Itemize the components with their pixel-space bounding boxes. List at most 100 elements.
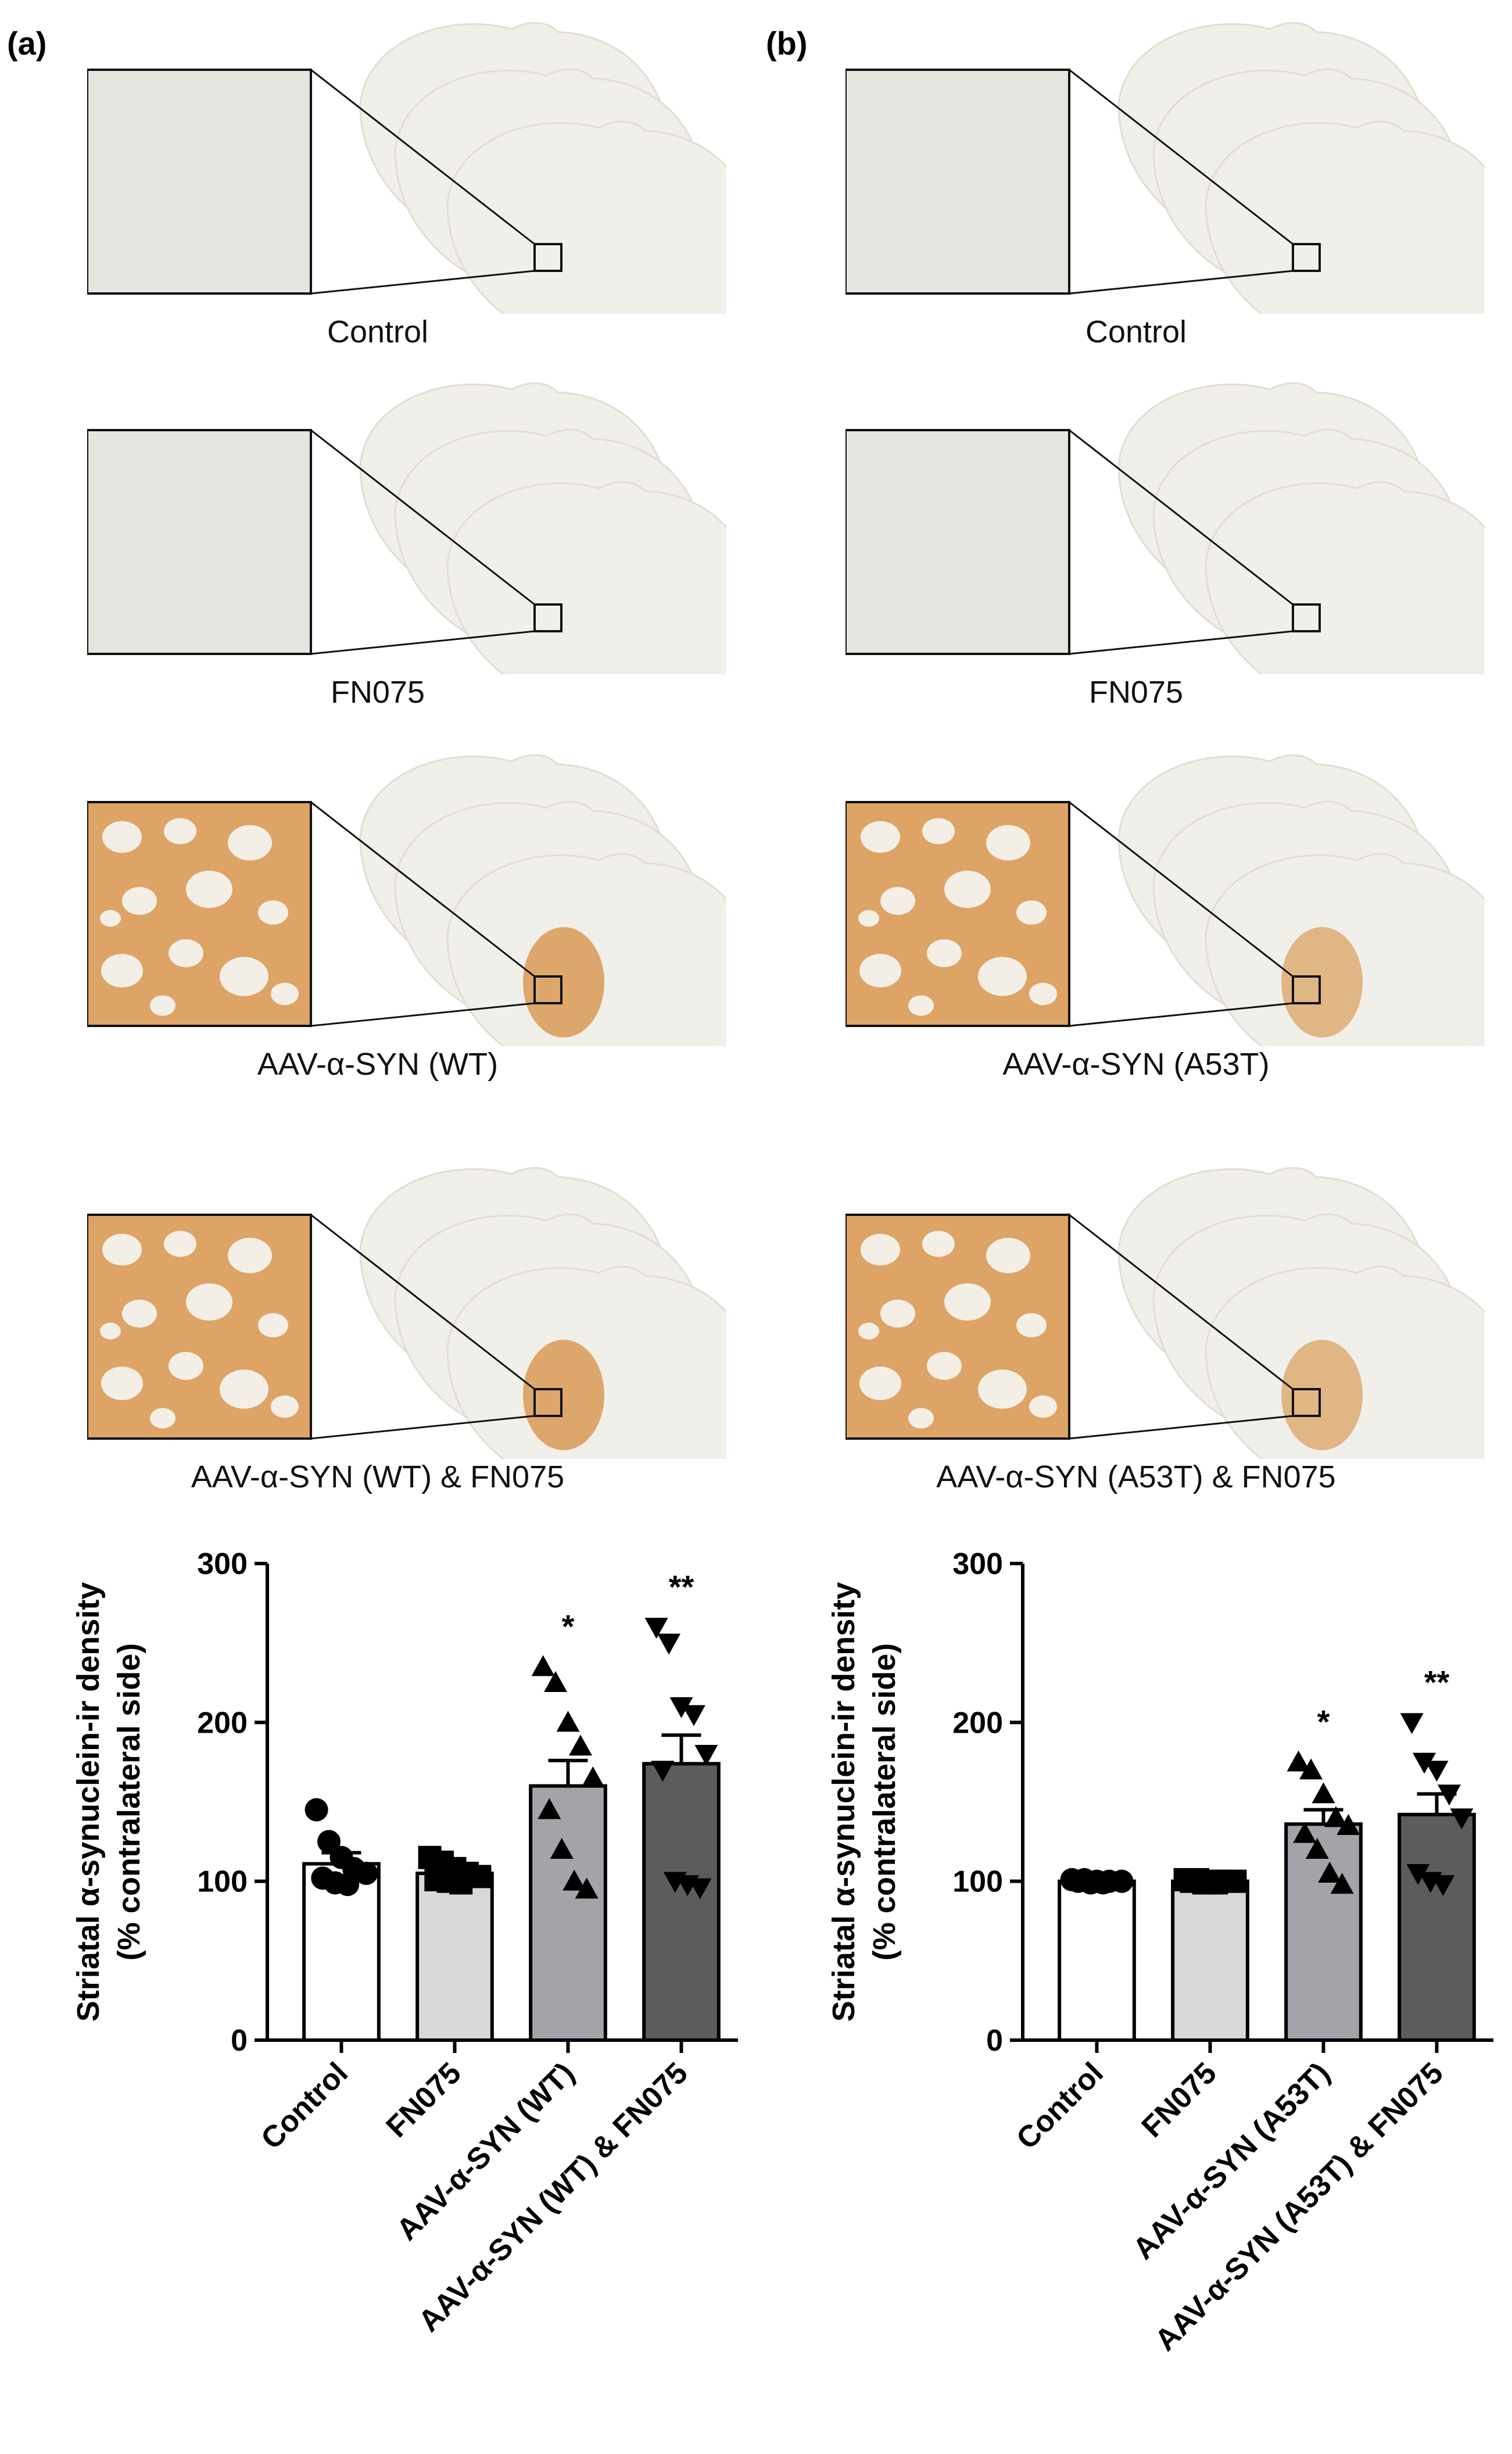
connector-line xyxy=(310,630,535,655)
significance-marker: ** xyxy=(1424,1664,1450,1700)
chart-panel-b: Striatal α-synuclein-ir density(% contra… xyxy=(826,1547,1493,2358)
data-point xyxy=(1287,1750,1310,1772)
y-tick-label: 100 xyxy=(197,1865,248,1899)
data-point xyxy=(304,1798,328,1822)
data-point xyxy=(562,1869,586,1891)
x-tick-label: FN075 xyxy=(1135,2056,1223,2144)
condition-image-b-fn075: FN075 xyxy=(845,372,1485,710)
x-tick-label: Control xyxy=(1010,2056,1110,2156)
striatum-stain xyxy=(1281,1340,1363,1450)
data-point xyxy=(682,1705,705,1726)
data-point xyxy=(1091,1871,1115,1895)
data-point xyxy=(581,1766,605,1787)
panel-b-letter: (b) xyxy=(766,25,808,62)
condition-caption: AAV-α-SYN (A53T) & FN075 xyxy=(936,1459,1336,1494)
zoom-region-box xyxy=(1292,1388,1321,1417)
bar xyxy=(1171,1879,1249,2042)
data-point xyxy=(1293,1822,1317,1843)
connector-line xyxy=(310,1002,535,1027)
connector-line xyxy=(1069,69,1294,245)
data-point xyxy=(550,1838,574,1859)
data-point xyxy=(651,1761,675,1782)
connector-line xyxy=(1069,1415,1294,1440)
y-tick-label: 0 xyxy=(986,2024,1003,2058)
y-axis-label-line2: (% contralateral side) xyxy=(112,1643,146,1961)
data-point xyxy=(1431,1875,1455,1897)
significance-marker: * xyxy=(1317,1704,1330,1740)
data-point xyxy=(449,1871,473,1895)
data-point xyxy=(568,1734,592,1756)
condition-image-b-aav-fn075: AAV-α-SYN (A53T) & FN075 xyxy=(845,1157,1485,1494)
x-tick-label: AAV-α-SYN (A53T) xyxy=(1127,2056,1337,2266)
inset-micrograph xyxy=(845,69,1070,295)
y-axis-label-line1: Striatal α-synuclein-ir density xyxy=(826,1582,861,2022)
data-point xyxy=(657,1633,681,1655)
y-tick-label: 100 xyxy=(952,1865,1003,1899)
connector-line xyxy=(310,801,535,978)
data-point xyxy=(1400,1713,1424,1734)
data-point xyxy=(1312,1782,1335,1804)
y-tick-label: 200 xyxy=(952,1706,1003,1740)
data-point xyxy=(336,1873,360,1897)
y-tick-label: 300 xyxy=(952,1547,1003,1581)
brain-section xyxy=(446,1265,726,1459)
data-point xyxy=(1299,1758,1323,1780)
connector-line xyxy=(1069,270,1294,295)
connector-line xyxy=(310,69,535,245)
bar xyxy=(415,1872,494,2042)
data-point xyxy=(544,1671,568,1692)
bar xyxy=(1398,1812,1476,2042)
condition-caption: Control xyxy=(1085,314,1187,349)
condition-caption: AAV-α-SYN (A53T) xyxy=(1002,1047,1270,1082)
zoom-region-box xyxy=(1292,975,1321,1004)
data-point xyxy=(317,1830,341,1854)
connector-line xyxy=(310,1415,535,1440)
connector-line xyxy=(1069,429,1294,606)
inset-micrograph xyxy=(845,429,1070,655)
data-point xyxy=(1110,1869,1134,1893)
data-point xyxy=(694,1745,718,1766)
bar xyxy=(529,1784,607,2042)
y-tick-label: 300 xyxy=(197,1547,248,1581)
zoom-region-box xyxy=(533,1388,562,1417)
data-point xyxy=(1450,1808,1474,1830)
data-point xyxy=(1437,1784,1461,1806)
connector-line xyxy=(310,1214,535,1390)
brain-section xyxy=(1205,120,1485,314)
brain-section xyxy=(446,481,726,674)
condition-caption: AAV-α-SYN (WT) xyxy=(257,1047,499,1082)
inset-micrograph xyxy=(845,1214,1070,1440)
connector-line xyxy=(310,270,535,295)
condition-caption: Control xyxy=(327,314,429,349)
condition-caption: FN075 xyxy=(330,675,425,710)
striatum-stain xyxy=(523,927,604,1038)
data-point xyxy=(1425,1761,1449,1782)
connector-line xyxy=(1069,630,1294,655)
condition-image-b-aav: AAV-α-SYN (A53T) xyxy=(845,744,1485,1082)
brain-section xyxy=(446,120,726,314)
inset-micrograph xyxy=(87,429,312,655)
y-tick-label: 0 xyxy=(231,2024,248,2058)
y-axis-label-line2: (% contralateral side) xyxy=(867,1643,902,1961)
data-point xyxy=(644,1618,668,1639)
data-point xyxy=(1318,1862,1342,1883)
data-point xyxy=(1205,1871,1228,1895)
inset-micrograph xyxy=(87,1214,312,1440)
panel-a-letter: (a) xyxy=(7,25,47,62)
condition-image-a-control: Control xyxy=(87,12,726,349)
condition-caption: AAV-α-SYN (WT) & FN075 xyxy=(191,1459,565,1494)
data-point xyxy=(575,1877,599,1899)
data-point xyxy=(354,1862,378,1885)
x-tick-label: Control xyxy=(255,2056,354,2156)
x-tick-label: FN075 xyxy=(380,2056,468,2144)
condition-caption: FN075 xyxy=(1088,675,1184,710)
data-point xyxy=(688,1878,712,1899)
condition-image-a-fn075: FN075 xyxy=(87,372,726,710)
data-point xyxy=(538,1798,561,1819)
inset-micrograph xyxy=(87,69,312,295)
condition-image-b-control: Control xyxy=(845,12,1485,349)
zoom-region-box xyxy=(533,975,562,1004)
data-point xyxy=(669,1697,693,1718)
connector-line xyxy=(1069,1214,1294,1390)
bar xyxy=(1284,1822,1363,2042)
